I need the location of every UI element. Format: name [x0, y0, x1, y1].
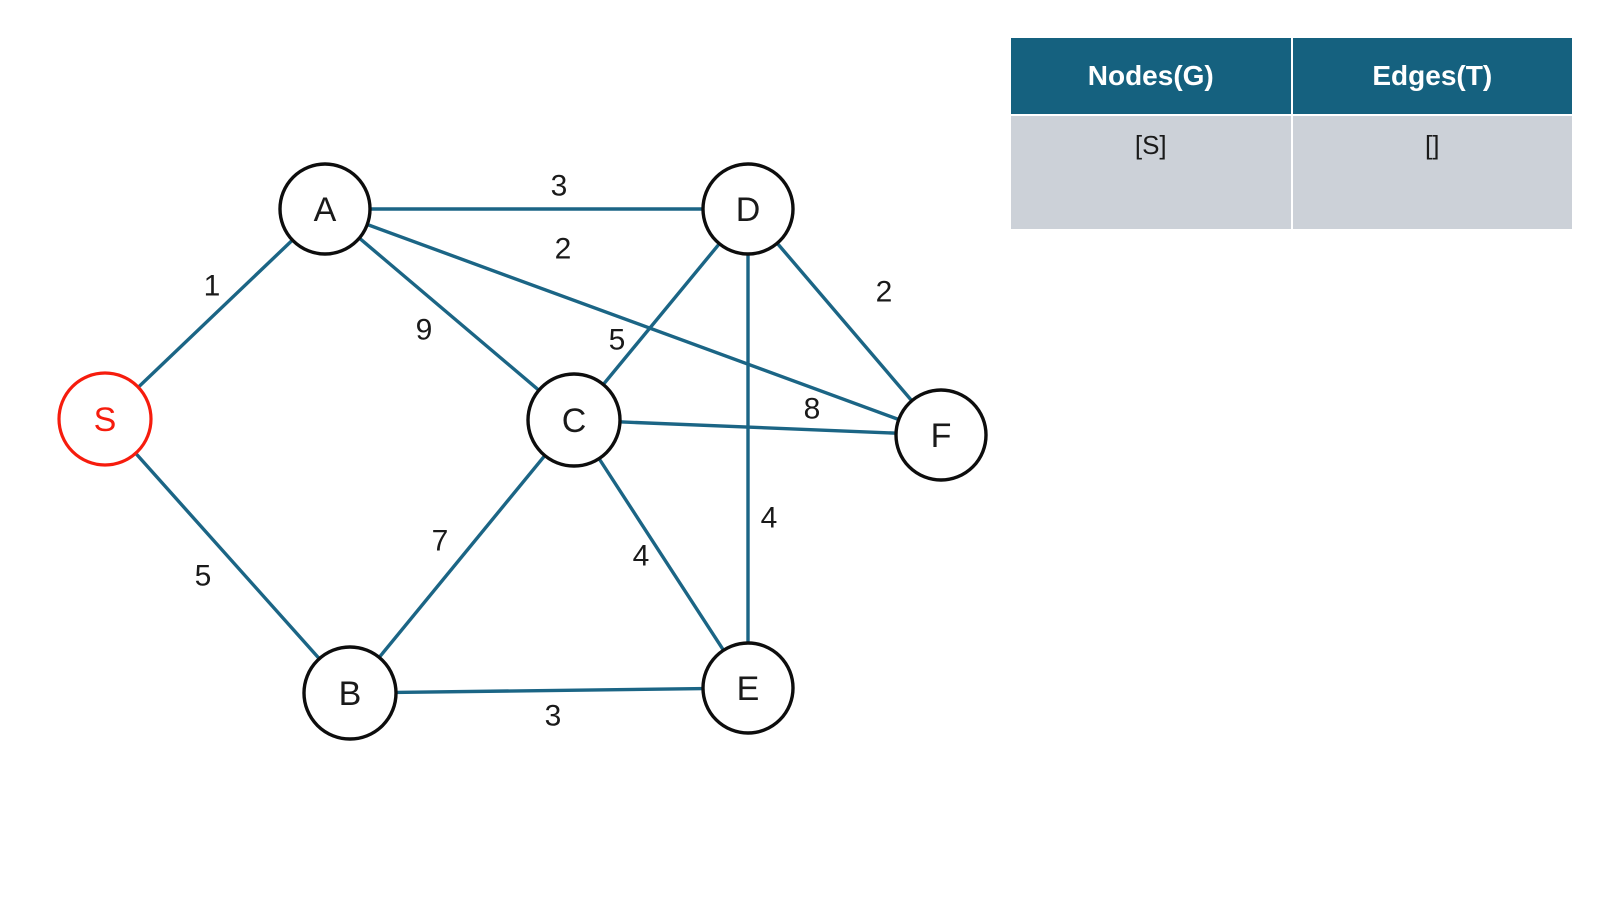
- graph-node-d[interactable]: D: [701, 162, 795, 256]
- graph-node-c[interactable]: C: [526, 372, 622, 468]
- node-label: E: [737, 670, 760, 708]
- node-label: B: [339, 675, 362, 713]
- graph-edge: [775, 241, 914, 403]
- graph-edge: [597, 456, 726, 653]
- edge-weight-label: 8: [804, 393, 821, 426]
- node-circle: [57, 371, 153, 467]
- node-label: D: [736, 191, 761, 229]
- table-body: [S] []: [1011, 116, 1572, 229]
- table-header-row: Nodes(G) Edges(T): [1011, 38, 1572, 114]
- node-label: F: [931, 417, 952, 455]
- node-label: S: [94, 401, 117, 439]
- column-header-nodes: Nodes(G): [1011, 38, 1291, 114]
- node-circle: [278, 162, 372, 256]
- node-circle: [894, 388, 988, 482]
- graph-edge: [357, 236, 541, 393]
- table-head: Nodes(G) Edges(T): [1011, 38, 1572, 114]
- edge-weight-label: 3: [551, 170, 568, 203]
- edge-weight-label: 4: [633, 540, 650, 573]
- edge-weight-label: 9: [416, 314, 433, 347]
- algorithm-state-table: Nodes(G) Edges(T) [S] []: [1009, 36, 1574, 231]
- cell-edges-value: []: [1292, 116, 1572, 229]
- edge-weight-label: 5: [609, 324, 626, 357]
- edge-weight-label: 4: [761, 502, 778, 535]
- graph-edge: [133, 451, 322, 661]
- column-header-edges: Edges(T): [1292, 38, 1572, 114]
- cell-nodes-value: [S]: [1011, 116, 1291, 229]
- node-label: C: [562, 402, 587, 440]
- graph-node-b[interactable]: B: [302, 645, 398, 741]
- node-label: A: [314, 191, 337, 229]
- edge-weight-label: 1: [204, 270, 221, 303]
- node-circle: [302, 645, 398, 741]
- graph-node-s[interactable]: S: [57, 371, 153, 467]
- edge-weights-layer: 1 5 3 2 9 5 8 2 4 7 3 4: [195, 170, 893, 733]
- graph-node-a[interactable]: A: [278, 162, 372, 256]
- graph-edge: [365, 222, 901, 422]
- graph-edge: [394, 686, 705, 695]
- node-circle: [701, 641, 795, 735]
- graph-node-e[interactable]: E: [701, 641, 795, 735]
- node-circle: [701, 162, 795, 256]
- graph-node-f[interactable]: F: [894, 388, 988, 482]
- edge-weight-label: 3: [545, 700, 562, 733]
- edge-weight-label: 2: [555, 233, 572, 266]
- graph-edge: [601, 241, 722, 387]
- graph-edge: [136, 238, 295, 390]
- table-row: [S] []: [1011, 116, 1572, 229]
- edge-weight-label: 5: [195, 560, 212, 593]
- node-circle: [526, 372, 622, 468]
- edge-weight-label: 2: [876, 276, 893, 309]
- nodes-layer: S A B C D E F: [57, 162, 988, 741]
- edge-weight-label: 7: [432, 525, 449, 558]
- graph-edge: [377, 453, 547, 660]
- edges-layer: [133, 207, 914, 695]
- graph-edge: [618, 420, 898, 435]
